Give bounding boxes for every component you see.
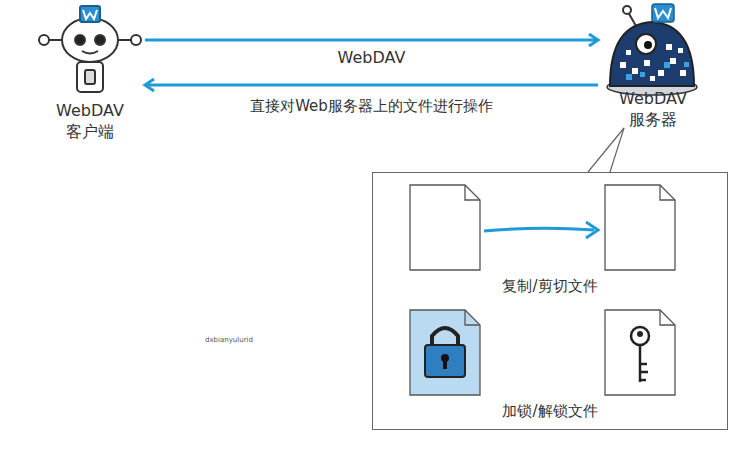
robot-mouth [82,51,98,54]
connector-arrow [145,39,598,42]
lock-keyhole [443,360,447,369]
robot-arm [118,39,132,41]
robot-eye [95,35,105,45]
locked-file-icon [410,310,480,395]
file-icon [605,185,675,270]
robot-badge [652,4,674,22]
robot-eye [636,34,656,54]
copy-arrow-head [586,222,598,238]
file-page [410,185,480,270]
callout-tail [588,128,624,174]
copy-arrow-line [484,228,594,231]
key-bow [631,327,649,345]
file-page [605,185,675,270]
caption-text: 复制/剪切文件 [373,276,727,296]
callout-tail-line [588,128,624,172]
key-file-icon [605,310,675,395]
server-robot [607,4,697,95]
robot-badge [80,6,100,22]
file-fold [660,185,675,200]
robot-head [62,18,118,62]
lock-body [425,345,465,377]
key-hole [637,331,643,337]
robot-panel [85,70,95,84]
file-page [605,310,675,395]
callout-tail-line [610,128,624,172]
caption-text: 加锁/解锁文件 [373,401,727,421]
robot-body [77,62,103,92]
robot-dome [610,22,694,86]
file-page [410,310,480,395]
server-node: WebDAV 服务器 [598,0,708,134]
file-icon [410,185,480,270]
watermark: dxbianyulurid [205,336,253,344]
connector-arrow [145,84,598,87]
robot-antenna-ball [623,6,631,14]
robot-hand [131,35,141,45]
file-fold [465,310,480,325]
client-node: WebDAV 客户端 [35,5,145,146]
node-label: WebDAV 服务器 [615,88,691,130]
edge-label: WebDAV [334,48,410,68]
robot-arm [48,39,62,41]
node-label: WebDAV 客户端 [52,100,128,142]
file-fold [465,185,480,200]
key-shaft [640,345,648,382]
callout-box: 复制/剪切文件加锁/解锁文件 [372,172,728,430]
edge-label: 直接对Web服务器上的文件进行操作 [246,96,497,116]
robot-logo [83,10,97,19]
copy-arrow [484,222,598,238]
client-robot [39,6,141,92]
robot-eye [75,35,85,45]
robot-pattern [626,62,689,80]
lock-shackle [432,328,458,346]
robot-logo [655,8,671,18]
robot-hand [39,35,49,45]
robot-pupil [644,41,652,49]
file-fold [660,310,675,325]
